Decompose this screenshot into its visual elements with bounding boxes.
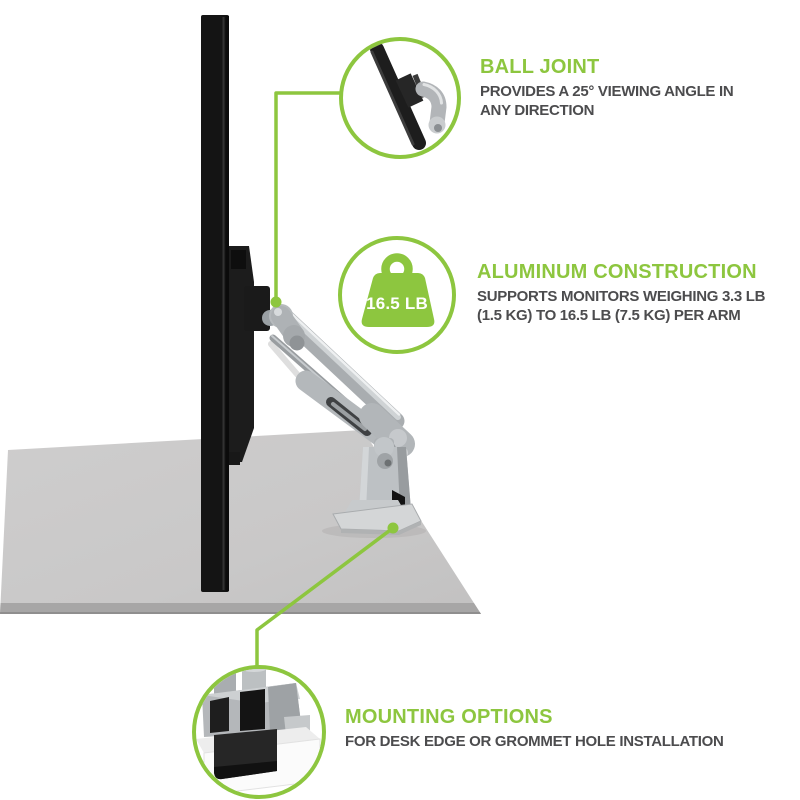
callout-connector-lines bbox=[255, 91, 399, 667]
ball-joint-text-block: BALL JOINT PROVIDES A 25° VIEWING ANGLE … bbox=[480, 55, 734, 120]
ball-joint-title: BALL JOINT bbox=[480, 56, 600, 78]
monitor-arm-illustration bbox=[262, 304, 422, 535]
aluminum-construction-title: ALUMINUM CONSTRUCTION bbox=[477, 261, 757, 283]
mounting-connector-line bbox=[255, 526, 395, 667]
mounting-options-callout-circle bbox=[192, 665, 326, 799]
description-line: ANY DIRECTION bbox=[480, 102, 595, 119]
description-line: SUPPORTS MONITORS WEIGHING 3.3 LB bbox=[477, 288, 766, 305]
mounting-options-text-block: MOUNTING OPTIONS FOR DESK EDGE OR GROMME… bbox=[345, 705, 724, 751]
ball-joint-callout-circle bbox=[339, 37, 461, 159]
ball-joint-photo-icon bbox=[370, 42, 447, 150]
weight-capacity-badge: 16.5 LB bbox=[366, 294, 428, 313]
aluminum-construction-description: SUPPORTS MONITORS WEIGHING 3.3 LB (1.5 K… bbox=[477, 287, 766, 325]
mounting-options-description: FOR DESK EDGE OR GROMMET HOLE INSTALLATI… bbox=[345, 732, 724, 751]
description-line: (1.5 KG) TO 16.5 LB (7.5 KG) PER ARM bbox=[477, 307, 741, 324]
desk-clamp-photo-icon bbox=[196, 669, 321, 795]
description-line: FOR DESK EDGE OR GROMMET HOLE INSTALLATI… bbox=[345, 733, 724, 750]
weight-capacity-callout-circle: 16.5 LB bbox=[338, 236, 456, 354]
weight-icon bbox=[361, 253, 435, 327]
ball-joint-on-arm bbox=[262, 304, 305, 351]
desk-base bbox=[332, 500, 422, 535]
ball-joint-description: PROVIDES A 25° VIEWING ANGLE IN ANY DIRE… bbox=[480, 82, 734, 120]
ball-joint-anchor-dot bbox=[270, 296, 282, 308]
ball-joint-connector-line bbox=[274, 91, 342, 300]
riser-column bbox=[359, 437, 411, 523]
description-line: PROVIDES A 25° VIEWING ANGLE IN bbox=[480, 83, 734, 100]
mounting-options-title: MOUNTING OPTIONS bbox=[345, 706, 553, 728]
aluminum-construction-text-block: ALUMINUM CONSTRUCTION SUPPORTS MONITORS … bbox=[477, 260, 766, 325]
mounting-anchor-dot bbox=[387, 522, 399, 534]
